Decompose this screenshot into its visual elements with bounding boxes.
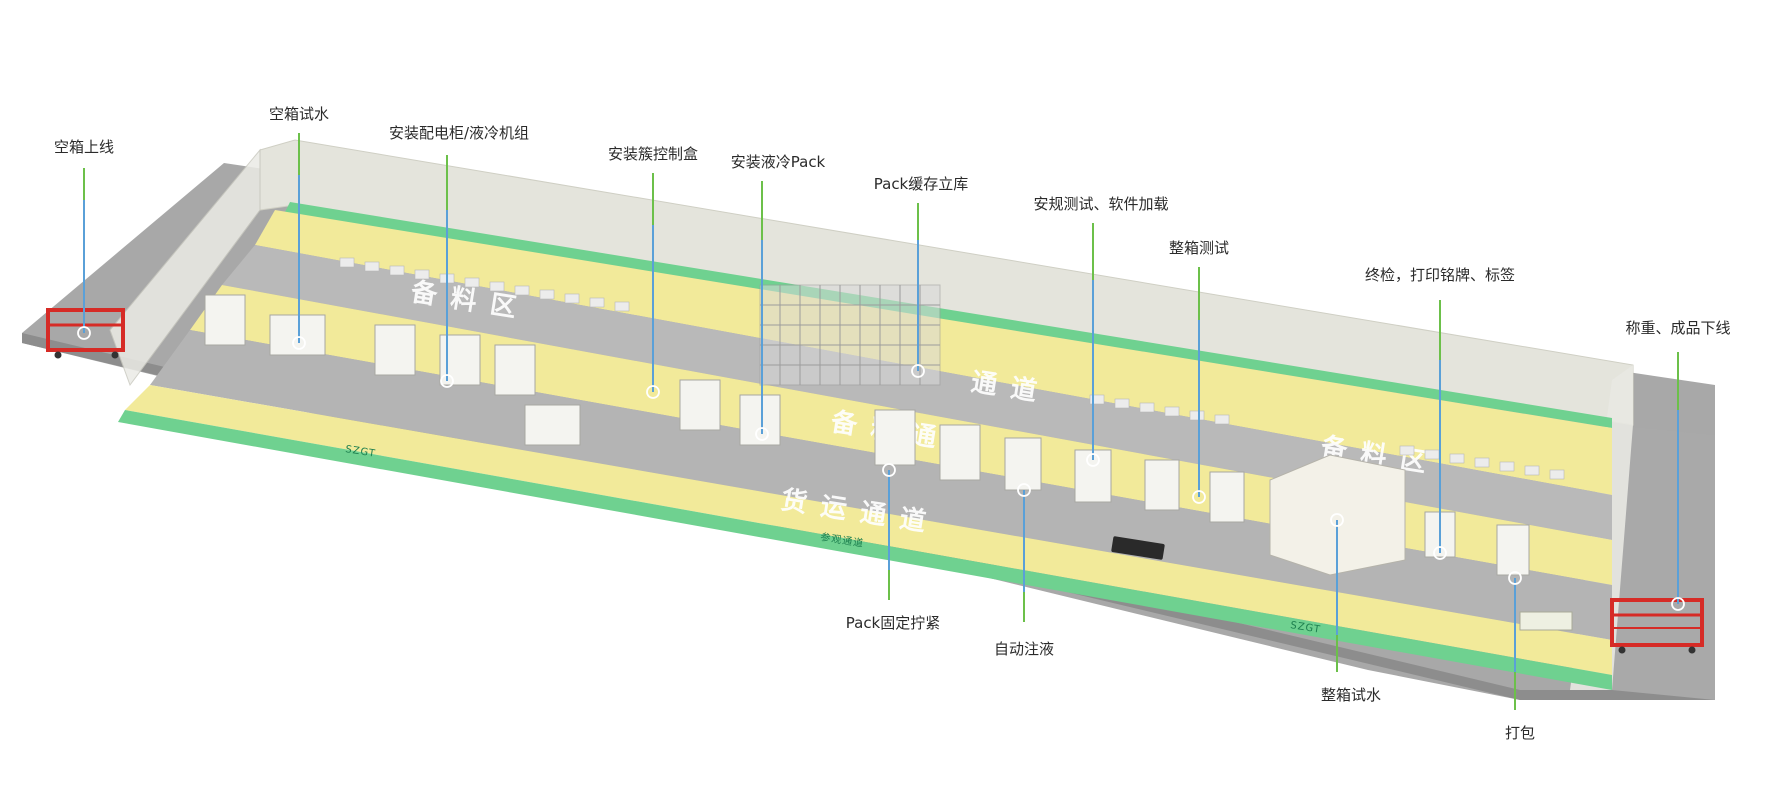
label-s4: 安装簇控制盒 xyxy=(608,145,698,163)
marker-s3 xyxy=(440,374,454,388)
floor-mark-left: SZGT xyxy=(345,444,377,460)
freight-zone xyxy=(125,385,1612,675)
label-s3: 安装配电柜/液冷机组 xyxy=(389,124,529,142)
marker-s9 xyxy=(1433,546,1447,560)
water-test-chamber xyxy=(1269,454,1406,576)
green-edge-top xyxy=(285,202,1612,428)
label-s9: 终检，打印铭牌、标签 xyxy=(1365,266,1515,284)
station-labels: 空箱上线 空箱试水 安装配电柜/液冷机组 安装簇控制盒 安装液冷Pack Pac… xyxy=(54,105,1731,742)
marker-s14 xyxy=(1508,571,1522,585)
floor-mark-right: SZGT xyxy=(1290,620,1322,636)
right-apron xyxy=(1612,425,1715,700)
marker-s12 xyxy=(1017,483,1031,497)
marker-s8 xyxy=(1192,490,1206,504)
label-s6: Pack缓存立库 xyxy=(874,175,969,193)
label-s12: 自动注液 xyxy=(994,640,1054,658)
marker-s10 xyxy=(1671,597,1685,611)
aisle-lower xyxy=(150,330,1612,640)
pack-storage-rack xyxy=(759,284,941,386)
label-s5: 安装液冷Pack xyxy=(731,153,826,171)
marker-s7 xyxy=(1086,453,1100,467)
label-s14: 打包 xyxy=(1505,724,1535,742)
marker-s11 xyxy=(882,463,896,477)
marker-s6 xyxy=(911,364,925,378)
label-s2: 空箱试水 xyxy=(269,105,329,123)
packing-pallet xyxy=(1519,611,1573,631)
label-s11: Pack固定拧紧 xyxy=(846,614,941,632)
label-s8: 整箱测试 xyxy=(1169,239,1229,257)
left-red-cart xyxy=(46,308,125,359)
left-wall xyxy=(109,148,261,387)
marker-s4 xyxy=(646,385,660,399)
green-edge-bottom xyxy=(118,410,1612,690)
marker-s2 xyxy=(292,336,306,350)
station-markers xyxy=(77,326,1685,611)
rack-rows xyxy=(339,257,1565,480)
marker-s5 xyxy=(755,427,769,441)
right-red-cart xyxy=(1610,598,1704,654)
label-s13: 整箱试水 xyxy=(1321,686,1381,704)
label-s10: 称重、成品下线 xyxy=(1625,319,1730,337)
label-s1: 空箱上线 xyxy=(54,138,114,156)
marker-s1 xyxy=(77,326,91,340)
label-s7: 安规测试、软件加载 xyxy=(1033,195,1168,213)
agv xyxy=(1111,536,1165,560)
aisle-upper xyxy=(222,245,1612,540)
marker-s13 xyxy=(1330,513,1344,527)
leader-lines xyxy=(83,133,1679,710)
